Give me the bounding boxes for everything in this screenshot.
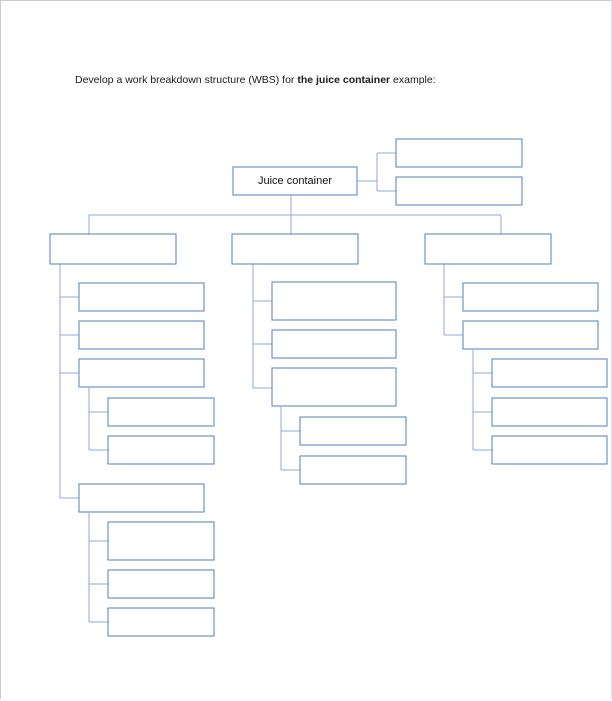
wbs-box-left-4 bbox=[78, 483, 205, 513]
connector-right-column bbox=[443, 264, 463, 336]
connector-middle-sub bbox=[280, 407, 300, 471]
connector-right-sub bbox=[472, 350, 492, 451]
wbs-box-right-1 bbox=[462, 282, 599, 312]
wbs-root-label: Juice container bbox=[258, 175, 332, 187]
connector-root-bus bbox=[88, 195, 502, 234]
connector-left-column bbox=[59, 264, 79, 499]
wbs-box-left-4-b bbox=[107, 569, 215, 599]
wbs-box-level1-middle bbox=[231, 233, 359, 265]
instruction-text: Develop a work breakdown structure (WBS)… bbox=[75, 74, 436, 86]
wbs-box-left-3-a bbox=[107, 397, 215, 427]
wbs-box-left-2 bbox=[78, 320, 205, 350]
connector-left-sub-a bbox=[88, 388, 108, 451]
instruction-suffix: example: bbox=[390, 74, 436, 86]
wbs-box-left-1 bbox=[78, 282, 205, 312]
instruction-emphasis: the juice container bbox=[297, 74, 391, 86]
wbs-boxes bbox=[49, 138, 608, 637]
wbs-box-right-2-a bbox=[491, 358, 608, 388]
wbs-box-middle-3-b bbox=[299, 455, 407, 485]
wbs-box-left-3 bbox=[78, 358, 205, 388]
wbs-box-left-3-b bbox=[107, 435, 215, 465]
wbs-box-left-4-c bbox=[107, 607, 215, 637]
connector-middle-column bbox=[252, 264, 272, 389]
wbs-connectors bbox=[59, 152, 502, 623]
wbs-box-top-right-2 bbox=[395, 176, 523, 206]
wbs-root-box bbox=[232, 166, 358, 196]
wbs-box-middle-3 bbox=[271, 367, 397, 407]
wbs-box-level1-left bbox=[49, 233, 177, 265]
wbs-box-middle-1 bbox=[271, 281, 397, 321]
wbs-box-middle-3-a bbox=[299, 416, 407, 446]
wbs-box-level1-right bbox=[424, 233, 552, 265]
wbs-box-left-4-a bbox=[107, 521, 215, 561]
wbs-box-right-2-b bbox=[491, 397, 608, 427]
instruction-prefix: Develop a work breakdown structure (WBS)… bbox=[75, 74, 298, 86]
wbs-box-right-2-c bbox=[491, 435, 608, 465]
wbs-box-middle-2 bbox=[271, 329, 397, 359]
connector-left-sub-b bbox=[88, 513, 108, 623]
connector-root-right-pair bbox=[357, 152, 396, 192]
wbs-box-right-2 bbox=[462, 320, 599, 350]
wbs-box-top-right-1 bbox=[395, 138, 523, 168]
